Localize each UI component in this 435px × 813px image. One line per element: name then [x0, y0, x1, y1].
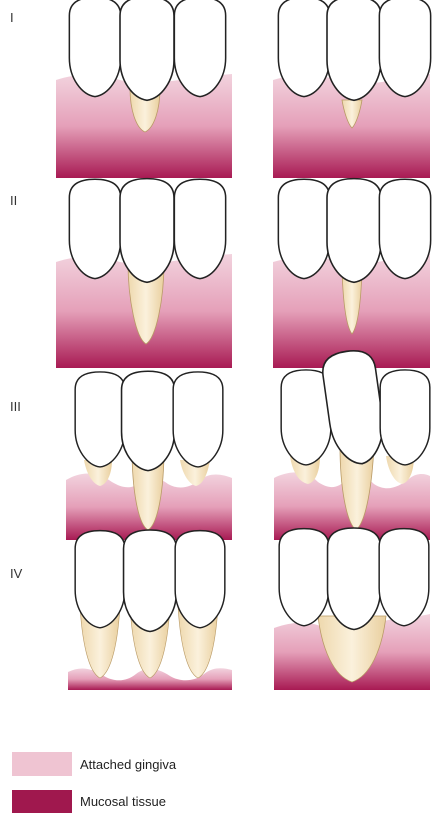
class-label-i: I — [10, 10, 14, 25]
legend-swatch-mucosal-tissue — [12, 790, 72, 813]
class-i-after-illustration — [273, 0, 431, 178]
class-label-iv: IV — [10, 566, 23, 581]
class-ii-after-illustration — [273, 179, 431, 368]
legend-label-attached-gingiva: Attached gingiva — [80, 757, 177, 772]
class-iii-before-illustration — [66, 371, 232, 540]
class-label-iii: III — [10, 399, 21, 414]
class-iv-before-illustration — [68, 530, 232, 690]
class-ii-before-illustration — [56, 179, 232, 368]
class-iii-after-illustration — [274, 348, 430, 540]
legend-label-mucosal-tissue: Mucosal tissue — [80, 794, 166, 809]
class-iv-after-illustration — [274, 528, 430, 690]
class-label-ii: II — [10, 193, 17, 208]
class-i-before-illustration — [56, 0, 232, 178]
legend: Attached gingiva Mucosal tissue — [12, 752, 177, 813]
legend-swatch-attached-gingiva — [12, 752, 72, 776]
